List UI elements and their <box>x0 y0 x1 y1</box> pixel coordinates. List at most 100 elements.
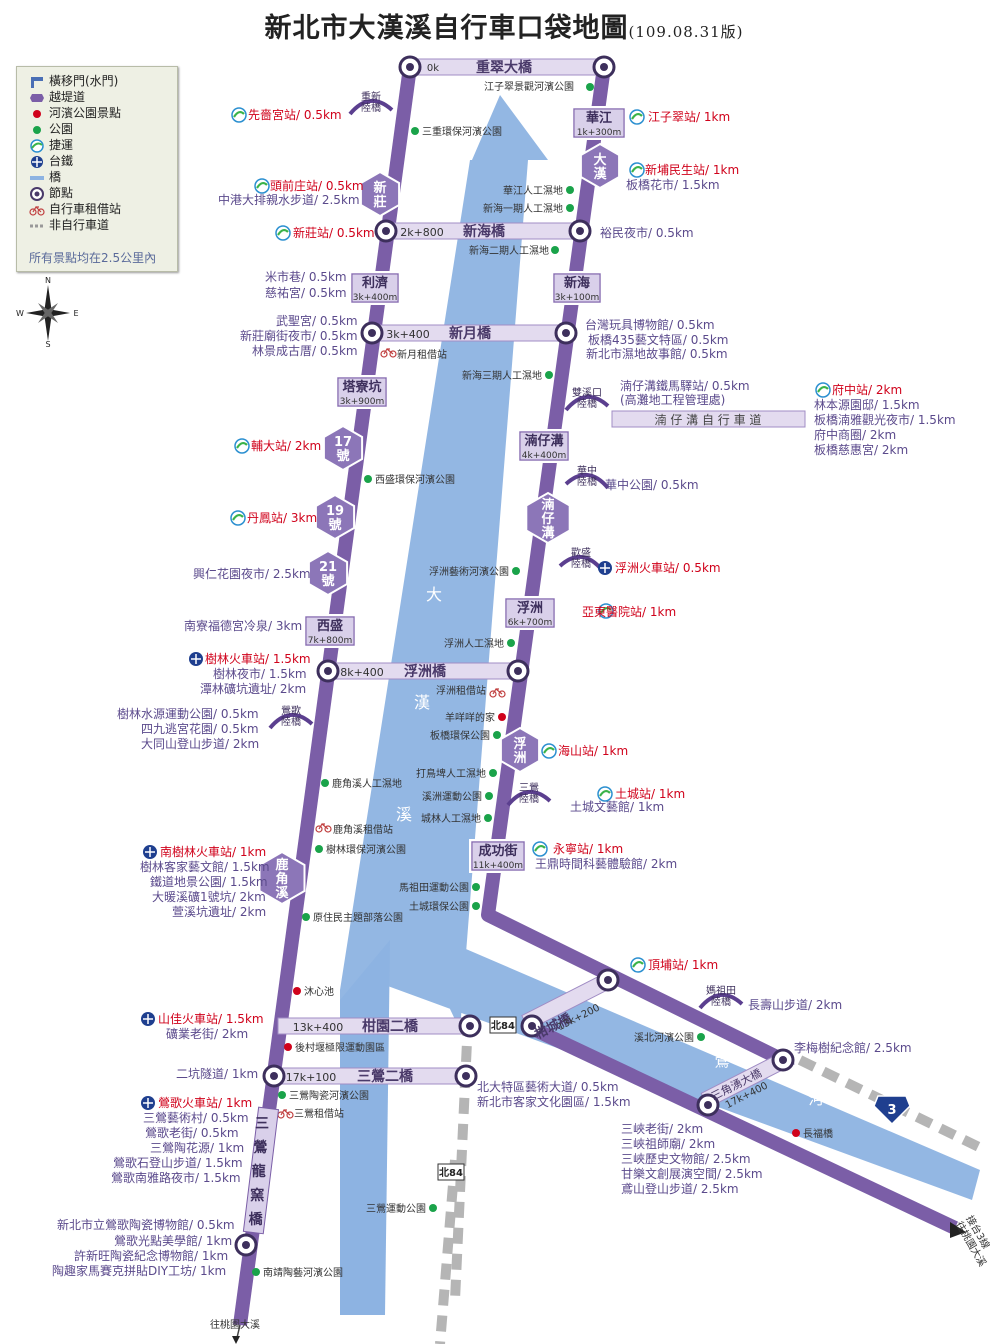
map-label: 溪北河濱公園 <box>634 1031 694 1044</box>
legend-label: 橋 <box>49 170 62 184</box>
map-label: 三峽祖師廟/ 2km <box>621 1136 715 1151</box>
map-label: 中港大排親水步道/ 2.5km <box>218 192 360 207</box>
hex-no21 <box>307 549 349 597</box>
node-km: 6k+700m <box>508 618 552 628</box>
park-dot <box>411 127 419 135</box>
route-right-bank <box>481 66 787 1067</box>
red-dot-icon <box>33 109 41 118</box>
map-label: 永寧站/ 1km <box>553 841 623 856</box>
km-label: 2k+800 <box>400 226 444 239</box>
river-char: 溪 <box>396 805 412 824</box>
mrt-icon <box>597 786 613 802</box>
map-label: 樹林夜市/ 1.5km <box>213 666 307 681</box>
node-box-border <box>573 108 625 138</box>
bike-frame <box>383 348 394 355</box>
map-label: 新北市客家文化園區/ 1.5km <box>477 1094 631 1109</box>
symbol-layer <box>26 55 911 1276</box>
map-label: 新北市濕地故事館/ 0.5km <box>586 346 728 361</box>
hex-no17 <box>322 424 364 472</box>
km-label: 0k <box>427 63 439 74</box>
levee-mazutian <box>698 993 744 1010</box>
bridge-icon <box>30 175 44 180</box>
node-core <box>576 227 584 235</box>
map-label: 新海三期人工濕地 <box>462 369 542 382</box>
map-label: 新北市立鶯歌陶瓷博物館/ 0.5km <box>57 1217 235 1232</box>
mrt-icon <box>275 225 291 241</box>
map-label: 新海二期人工濕地 <box>469 244 549 257</box>
bike-frame <box>280 1109 291 1116</box>
mrt-icon <box>234 438 250 454</box>
node-box-border <box>553 273 601 303</box>
node-km: 3k+900m <box>340 397 384 407</box>
node-name: 浮洲 <box>517 600 543 616</box>
map-label: 板橋環保公園 <box>430 729 490 742</box>
green-dot-icon <box>33 125 41 134</box>
node-core <box>368 329 376 337</box>
node-core <box>562 329 570 337</box>
map-label: 李梅樹紀念館/ 2.5km <box>794 1040 912 1055</box>
park-dot <box>507 639 515 647</box>
water-gate-icon <box>31 76 43 88</box>
levee-label: 媽祖田陸橋 <box>706 984 736 1008</box>
map-label: 武聖宮/ 0.5km <box>276 313 358 328</box>
bridge-name: 新月橋 <box>449 325 492 342</box>
road-sign-label: 北84 <box>439 1166 463 1179</box>
park-dot <box>302 913 310 921</box>
long-bridge-box <box>242 1106 280 1235</box>
map-label: 鶯歌光點美學館/ 1km <box>114 1233 232 1248</box>
node-km: 7k+800m <box>308 636 352 646</box>
mrt-ring <box>629 162 645 178</box>
bridge-name: 柑園二橋 <box>362 1018 419 1035</box>
node-core <box>382 227 390 235</box>
park-dot <box>485 792 493 800</box>
legend-item-mrt: 捷運 <box>29 137 73 153</box>
park-dot <box>586 83 594 91</box>
park-dot <box>697 1033 705 1041</box>
river-char: 三 <box>672 1026 687 1044</box>
mrt-ring <box>541 743 557 759</box>
bike-wheel <box>498 690 506 698</box>
map-label: 華江人工濕地 <box>503 184 563 197</box>
legend-item-bridge: 橋 <box>29 169 61 185</box>
map-label: 先嗇宮站/ 0.5km <box>248 107 342 122</box>
map-label: 府中站/ 2km <box>832 382 902 397</box>
legend-item-park: 公園 <box>29 121 73 137</box>
mrt-icon <box>254 178 270 194</box>
legend-label: 捷運 <box>49 138 74 152</box>
node-km: 11k+400m <box>473 861 523 871</box>
mrt-ring <box>234 438 250 454</box>
map-label: 米市巷/ 0.5km <box>265 269 347 284</box>
mrt-icon <box>629 109 645 125</box>
railway-icon <box>143 845 157 859</box>
levee-shuangxikou <box>564 395 610 412</box>
road-bei84-upper <box>450 1019 473 1301</box>
mrt-swoosh <box>236 441 248 449</box>
map-label: 北大特區藝術大道/ 0.5km <box>477 1079 619 1094</box>
map-label: 頂埔站/ 1km <box>648 958 718 972</box>
route-sanying <box>522 1018 958 1235</box>
text-layer: 華江1k+300m利濟3k+400m新海3k+100m塔寮坑3k+900m湳仔溝… <box>16 59 1000 1331</box>
map-label: 往桃園大溪 <box>210 1318 260 1331</box>
map-label: 華中公園/ 0.5km <box>605 477 699 492</box>
bike-icon <box>315 823 332 833</box>
map-label: 三峽歷史文物館/ 2.5km <box>621 1151 751 1166</box>
map-label: 興仁花園夜市/ 2.5km <box>193 566 311 581</box>
mrt-swoosh <box>233 110 245 118</box>
node-box-border <box>305 616 355 646</box>
km-label: 17k+100 <box>286 1071 337 1084</box>
map-label: 樹林火車站/ 1.5km <box>205 652 311 666</box>
map-label: 裕民夜市/ 0.5km <box>600 225 694 240</box>
map-label: 萱溪坑遺址/ 2km <box>172 904 266 919</box>
park-dot <box>489 769 497 777</box>
bridge-name: 三鶯二橋 <box>357 1068 414 1085</box>
map-label: 接台3線往桃園大溪 <box>953 1213 1000 1269</box>
levee-label: 三鶯陸橋 <box>519 781 539 805</box>
km-label: 8k+400 <box>340 666 384 679</box>
arrow-head-east <box>950 1222 966 1238</box>
map-label: 新莊站/ 0.5km <box>293 225 375 240</box>
hex-label: 大漢 <box>593 152 607 182</box>
map-label: 海山站/ 1km <box>558 743 628 758</box>
node-box-taliaokeng <box>335 375 389 409</box>
river-lower <box>340 940 390 1315</box>
mrt-icon <box>815 382 831 398</box>
